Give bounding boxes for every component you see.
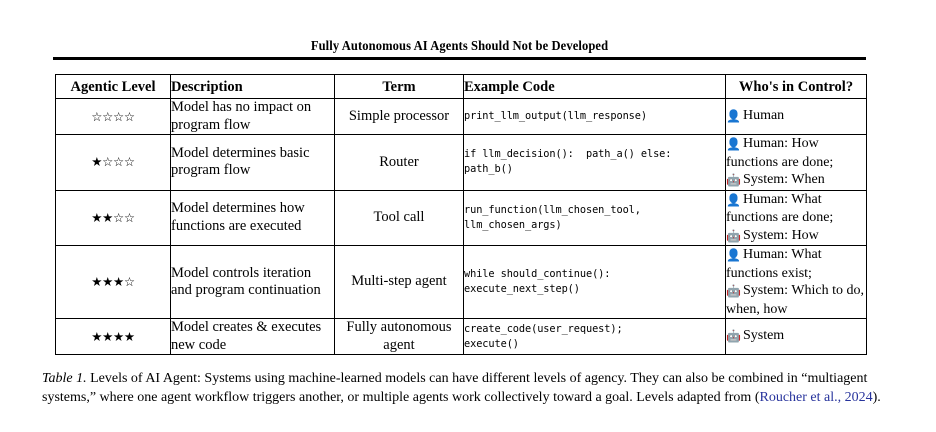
cell-whos-in-control: 👤Human: How functions are done;🤖System: … (725, 134, 867, 191)
control-entry: 👤Human (726, 107, 866, 126)
column-header-agentic-level: Agentic Level (55, 74, 171, 99)
cell-example-code: create_code(user_request); execute() (463, 318, 726, 355)
page-running-header: Fully Autonomous AI Agents Should Not be… (53, 38, 866, 60)
star-rating-icon: ★★★☆ (91, 274, 135, 289)
cell-agentic-level: ★★☆☆ (55, 189, 171, 246)
cell-example-code: if llm_decision(): path_a() else: path_b… (463, 134, 726, 191)
cell-whos-in-control: 👤Human: What functions exist;🤖System: Wh… (725, 245, 867, 319)
person-icon: 👤 (726, 137, 741, 151)
cell-example-code: run_function(llm_chosen_tool, llm_chosen… (463, 189, 726, 246)
cell-description: Model controls iteration and program con… (170, 245, 335, 319)
caption-body-before-link: Levels of AI Agent: Systems using machin… (42, 371, 868, 405)
running-title: Fully Autonomous AI Agents Should Not be… (310, 38, 609, 53)
person-icon: 👤 (726, 192, 741, 207)
control-entry: 🤖System: Which to do, when, how (726, 282, 866, 318)
column-header-description: Description (170, 74, 335, 99)
cell-whos-in-control: 👤Human: What functions are done;🤖System:… (725, 189, 867, 246)
control-entry: 🤖System (726, 327, 866, 346)
header-rule (53, 57, 866, 60)
cell-term: Tool call (334, 189, 464, 246)
table-caption: Table 1. Levels of AI Agent: Systems usi… (42, 370, 894, 407)
cell-agentic-level: ★☆☆☆ (55, 134, 171, 191)
star-rating-icon: ★★★★ (91, 328, 135, 344)
cell-example-code: print_llm_output(llm_response) (463, 98, 726, 135)
control-entry-label: System: How (742, 227, 819, 243)
star-rating-icon: ★★☆☆ (91, 209, 135, 225)
caption-body-after-link: ). (872, 389, 881, 405)
cell-whos-in-control: 👤Human (725, 98, 867, 135)
control-entry-label: System (742, 328, 785, 344)
robot-icon: 🤖 (726, 329, 741, 344)
control-entry: 👤Human: How functions are done; (726, 135, 866, 171)
cell-description: Model creates & executes new code (170, 318, 335, 355)
caption-label: Table 1. (42, 371, 87, 386)
agentic-levels-table: Agentic Level Description Term Example C… (55, 74, 867, 355)
control-entry-label: System: When (742, 172, 825, 187)
cell-term: Router (334, 134, 464, 191)
star-rating-icon: ★☆☆☆ (91, 154, 135, 170)
control-entry: 🤖System: How (726, 227, 866, 246)
column-header-whos-in-control: Who's in Control? (725, 74, 867, 99)
cell-agentic-level: ★★★☆ (55, 245, 171, 319)
control-entry-label: System: Which to do, when, how (726, 283, 865, 317)
table-header-row: Agentic Level Description Term Example C… (55, 74, 867, 99)
column-header-example-code: Example Code (463, 74, 726, 99)
table-header: Agentic Level Description Term Example C… (55, 74, 867, 99)
person-icon: 👤 (726, 248, 741, 262)
robot-icon: 🤖 (726, 228, 741, 243)
cell-term: Multi-step agent (334, 245, 464, 319)
cell-description: Model determines basic program flow (170, 134, 335, 191)
table-row: ★★☆☆ Model determines how functions are e… (55, 189, 867, 246)
caption-citation-link[interactable]: Roucher et al., 2024 (759, 389, 873, 405)
column-header-term: Term (334, 74, 464, 99)
cell-description: Model determines how functions are execu… (170, 189, 335, 246)
cell-example-code: while should_continue(): execute_next_st… (463, 245, 726, 319)
control-entry-label: Human (742, 108, 785, 124)
table-row: ★★★☆ Model controls iteration and program… (55, 245, 867, 319)
person-icon: 👤 (726, 109, 741, 124)
cell-term: Simple processor (334, 98, 464, 135)
robot-icon: 🤖 (726, 284, 741, 298)
cell-whos-in-control: 🤖System (725, 318, 867, 355)
star-rating-icon: ☆☆☆☆ (91, 108, 135, 124)
robot-icon: 🤖 (726, 173, 741, 187)
cell-description: Model has no impact on program flow (170, 98, 335, 135)
control-entry-label: Human: What functions exist; (726, 247, 822, 281)
control-entry: 👤Human: What functions are done; (726, 191, 866, 227)
control-entry-label: Human: What functions are done; (726, 191, 834, 226)
cell-term: Fully autonomous agent (334, 318, 464, 355)
table-container: Agentic Level Description Term Example C… (55, 74, 867, 355)
cell-agentic-level: ☆☆☆☆ (55, 98, 171, 135)
control-entry: 👤Human: What functions exist; (726, 246, 866, 282)
control-entry: 🤖System: When (726, 171, 866, 190)
control-entry-label: Human: How functions are done; (726, 136, 834, 170)
cell-agentic-level: ★★★★ (55, 318, 171, 355)
